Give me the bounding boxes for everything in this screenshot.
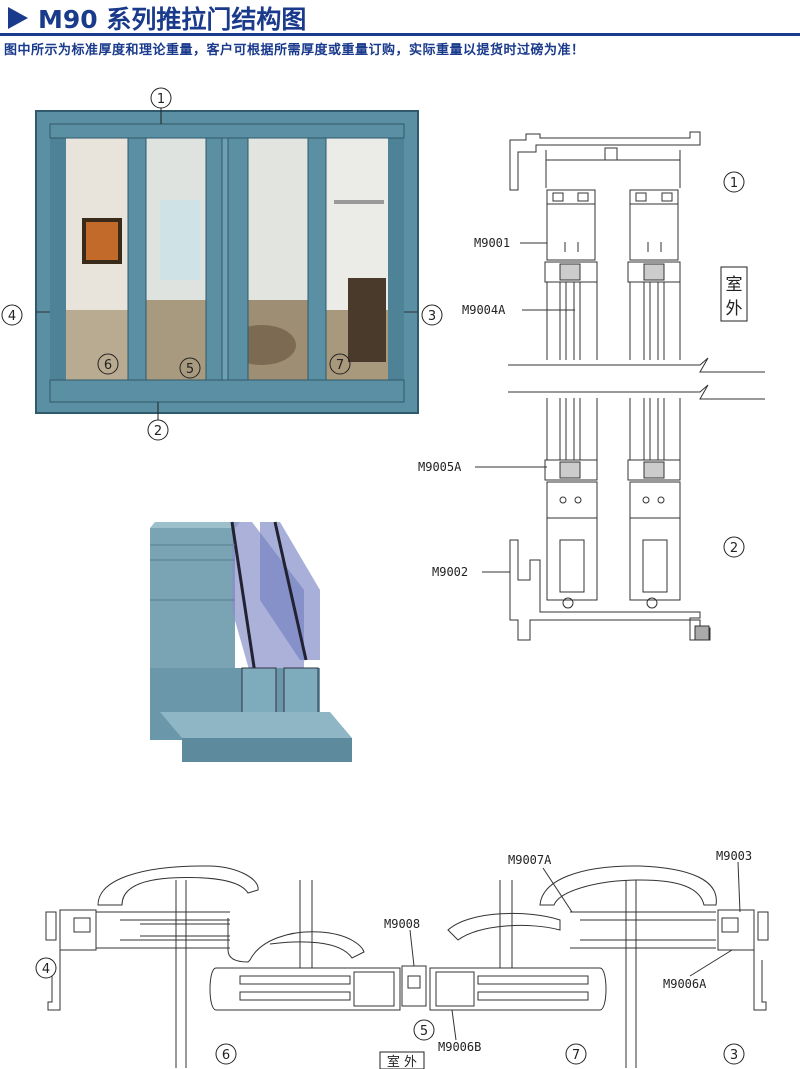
label-m9005a: M9005A [418,460,462,474]
glass-pane-center-left [146,138,206,380]
svg-text:6: 6 [222,1048,230,1063]
label-m9007a: M9007A [508,853,552,867]
label-m9002: M9002 [432,565,468,579]
page-subtitle: 图中所示为标准厚度和理论重量，客户可根据所需厚度或重量订购，实际重量以提货时过磅… [4,43,585,58]
svg-text:1: 1 [157,92,165,107]
svg-text:4: 4 [8,309,16,324]
svg-text:室: 室 [726,275,743,295]
svg-text:4: 4 [42,962,50,977]
glass-pane-right [326,138,388,380]
svg-text:3: 3 [428,309,436,324]
callout-6-elevation: 6 [97,353,119,375]
label-m9004a: M9004A [462,303,506,317]
label-m9001: M9001 [474,236,510,250]
callout-2-bottom: 2 [147,402,169,441]
callout-7-elevation: 7 [329,353,351,375]
callout-7-section: 7 [565,1043,587,1065]
triangle-right-icon [8,7,28,29]
label-m9006b: M9006B [438,1040,481,1054]
label-m9003: M9003 [716,849,752,863]
svg-text:7: 7 [336,358,344,373]
header: M90 系列推拉门结构图 图中所示为标准厚度和理论重量，客户可根据所需厚度或重量… [0,0,800,60]
callout-5-elevation: 5 [179,357,201,379]
outdoor-label-vertical: 室 外 [720,266,748,322]
profile-corner-illustration [150,521,352,762]
callout-3-section: 3 [723,1043,745,1065]
glass-pane-left [66,138,128,380]
svg-text:外: 外 [726,299,743,319]
callout-4-left: 4 [1,304,23,326]
horizontal-section [45,865,769,1068]
callout-2-section: 2 [723,536,745,558]
vertical-section [508,131,765,641]
svg-text:5: 5 [420,1024,428,1039]
label-m9006a: M9006A [663,977,707,991]
callout-6-section: 6 [215,1043,237,1065]
callout-1-section: 1 [723,171,745,193]
callout-4-section: 4 [35,957,57,979]
title-row: M90 系列推拉门结构图 [8,2,306,34]
svg-text:2: 2 [730,541,738,556]
svg-text:7: 7 [572,1048,580,1063]
callout-1-top: 1 [150,87,172,124]
svg-text:室 外: 室 外 [387,1054,417,1069]
svg-text:1: 1 [730,176,738,191]
title-divider [0,33,800,36]
svg-text:6: 6 [104,358,112,373]
outdoor-label-horizontal: 室 外 [379,1051,425,1069]
door-elevation [35,110,419,414]
page-title: M90 系列推拉门结构图 [38,5,307,34]
svg-text:2: 2 [154,424,162,439]
svg-text:3: 3 [730,1048,738,1063]
callout-3-right: 3 [421,304,443,326]
svg-text:5: 5 [186,362,194,377]
label-m9008: M9008 [384,917,420,931]
callout-5-section: 5 [413,1019,435,1041]
